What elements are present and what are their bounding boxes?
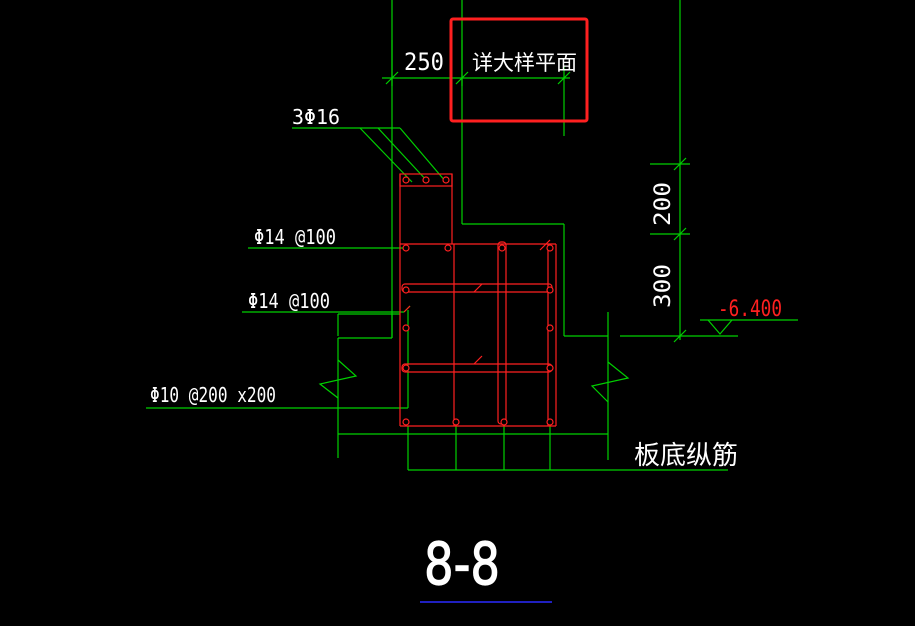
mesh-label: Φ10 @200 x200: [150, 383, 276, 407]
rebar-dots: [402, 176, 554, 426]
stirrup-2-label: Φ14 @100: [248, 289, 330, 313]
detail-note-label: 详大样平面: [472, 51, 577, 75]
section-title: 8-8: [424, 530, 500, 598]
stirrup-1-label: Φ14 @100: [254, 225, 336, 249]
top-bars-label: 3Φ16: [292, 105, 340, 129]
bottom-bars-label: 板底纵筋: [634, 441, 738, 471]
dim-250-label: 250: [404, 48, 444, 76]
outline-and-leaders: [146, 0, 798, 471]
dim-200-label: 200: [651, 182, 676, 226]
elevation-label: -6.400: [718, 297, 782, 322]
dim-300-label: 300: [651, 264, 676, 308]
rebar-cage: [399, 173, 557, 427]
highlight-box: [449, 17, 589, 123]
